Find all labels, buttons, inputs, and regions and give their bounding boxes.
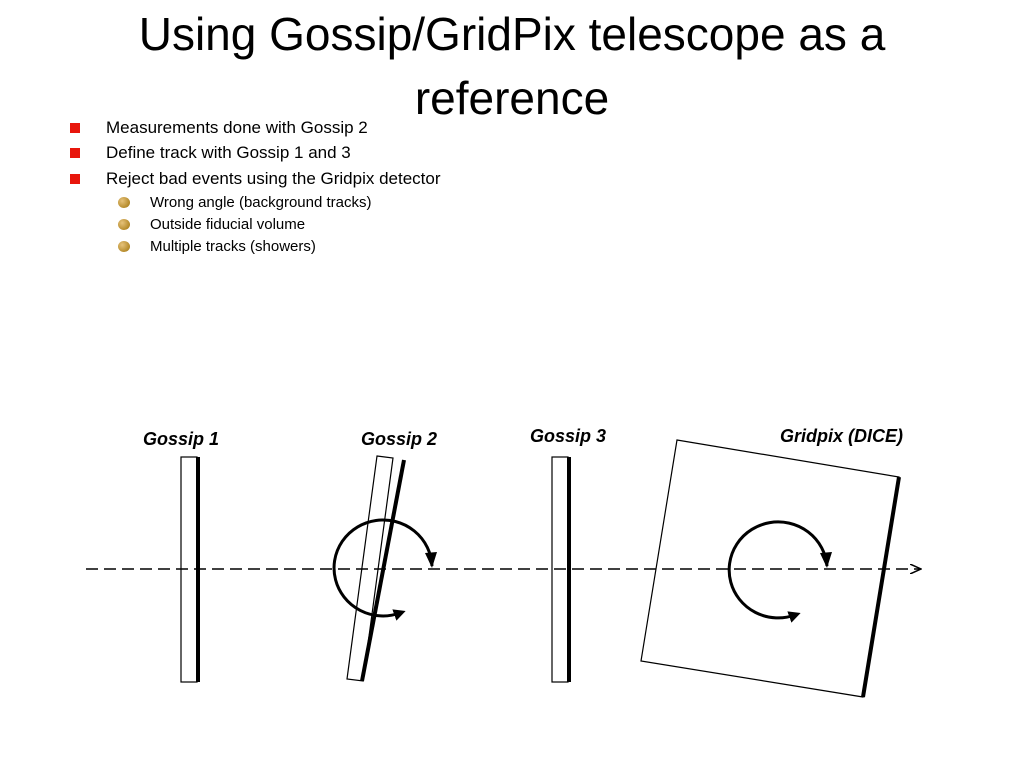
bullet-text: Define track with Gossip 1 and 3 [106, 143, 351, 162]
sub-bullet-item: Wrong angle (background tracks) [118, 191, 372, 213]
sub-bullet-text: Multiple tracks (showers) [150, 237, 316, 255]
bullet-item: Define track with Gossip 1 and 3 [70, 141, 351, 165]
red-square-bullet-icon [70, 123, 80, 133]
rotation-arrow-icon [332, 518, 434, 621]
gold-circle-bullet-icon [118, 196, 130, 208]
gold-circle-bullet-icon [118, 218, 130, 230]
red-square-bullet-icon [70, 174, 80, 184]
gridpix-label: Gridpix (DICE) [780, 426, 903, 446]
sub-bullet-text: Wrong angle (background tracks) [150, 193, 372, 211]
red-square-bullet-icon [70, 148, 80, 158]
bullet-item: Measurements done with Gossip 2 [70, 116, 368, 140]
bullet-list: Measurements done with Gossip 2 Define t… [0, 0, 1024, 300]
rotation-arrowhead-icon [820, 552, 832, 568]
slide-title: Using Gossip/GridPix telescope as a refe… [138, 8, 886, 124]
rotation-arrowhead-icon [425, 552, 437, 568]
rotation-arrow-icon [727, 520, 829, 623]
sub-bullet-item: Multiple tracks (showers) [118, 235, 316, 257]
bullet-text: Measurements done with Gossip 2 [106, 118, 368, 137]
gold-circle-bullet-icon [118, 240, 130, 252]
gossip1-label: Gossip 1 [143, 429, 219, 449]
sub-bullet-item: Outside fiducial volume [118, 213, 305, 235]
gossip2-detector [346, 455, 406, 682]
bullet-text: Reject bad events using the Gridpix dete… [106, 169, 441, 188]
gossip2-label: Gossip 2 [361, 429, 437, 449]
gossip3-label: Gossip 3 [530, 426, 606, 446]
sub-bullet-text: Outside fiducial volume [150, 215, 306, 233]
bullet-item: Reject bad events using the Gridpix dete… [70, 167, 441, 191]
